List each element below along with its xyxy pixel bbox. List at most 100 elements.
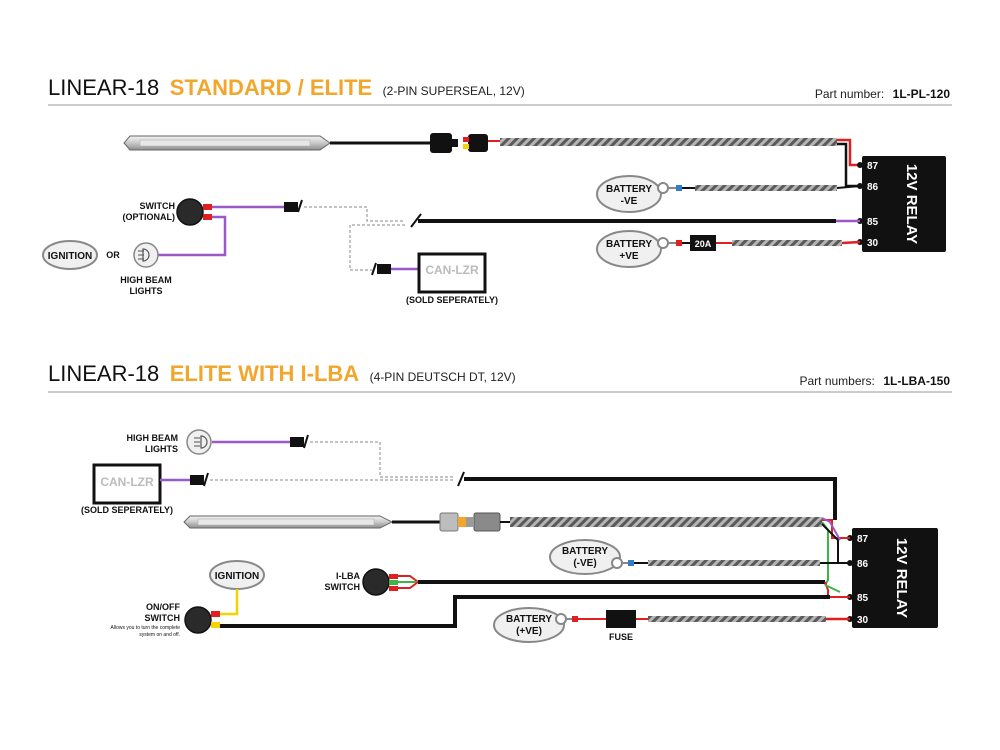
- trigger-2-break: [457, 471, 465, 487]
- switch-label-line1: SWITCH: [140, 201, 176, 211]
- dashed-link-canlzr: [349, 224, 405, 271]
- battery-neg-1-line1: BATTERY: [606, 184, 652, 195]
- section-standard-elite: LINEAR-18 STANDARD / ELITE (2-PIN SUPERS…: [42, 75, 952, 305]
- onoff-switch-line1: ON/OFF: [146, 602, 180, 612]
- high-beam-icon: [142, 248, 150, 262]
- can-lzr-2-sold-separately: (SOLD SEPERATELY): [81, 505, 173, 515]
- light-bar: [123, 135, 331, 151]
- high-beam-1-line1: HIGH BEAM: [120, 275, 172, 285]
- section1-part-value: 1L-PL-120: [893, 87, 951, 101]
- relay-2: 12V RELAY 87 86 85 30: [847, 528, 938, 628]
- ignition-1: IGNITION: [42, 240, 98, 270]
- wire-86-2: [821, 523, 850, 564]
- section-elite-ilba: LINEAR-18 ELITE WITH I-LBA (4-PIN DEUTSC…: [48, 361, 952, 643]
- relay-2-pin-85: 85: [857, 593, 869, 604]
- section2-part-label: Part numbers:: [799, 374, 874, 388]
- connector-canlzr-1: [371, 262, 391, 276]
- connector-canlzr-2: [190, 472, 209, 487]
- connector-highbeam-2: [290, 434, 309, 449]
- braided-loom-main: [500, 138, 837, 146]
- relay-2-pin-86: 86: [857, 559, 869, 570]
- battery-pos-2-line2: (+VE): [516, 626, 542, 637]
- onoff-to-85-wire: [220, 595, 830, 628]
- light-bar-2: [183, 515, 394, 529]
- relay-1-pin-86: 86: [867, 182, 879, 193]
- section1-part-label: Part number:: [815, 87, 884, 101]
- high-beam-2-line1: HIGH BEAM: [127, 433, 179, 443]
- section2-part-number: Part numbers: 1L-LBA-150: [799, 372, 950, 389]
- can-lzr-1: CAN-LZR (SOLD SEPERATELY): [406, 252, 498, 305]
- trigger-wire-2: [464, 477, 837, 520]
- section2-part-value: 1L-LBA-150: [883, 374, 950, 388]
- wire-green-2: [821, 521, 829, 586]
- ignition-1-label: IGNITION: [48, 251, 92, 262]
- superseal-connector: [430, 133, 488, 153]
- braided-loom-ground-2: [648, 560, 820, 566]
- onoff-switch-line2: SWITCH: [145, 613, 181, 623]
- battery-neg-1-line2: -VE: [621, 196, 638, 207]
- section1-title-sub: (2-PIN SUPERSEAL, 12V): [383, 84, 525, 98]
- or-label: OR: [106, 250, 120, 260]
- onoff-switch-note-line2: system on and off.: [139, 632, 180, 638]
- switch-optional: SWITCH (OPTIONAL): [123, 198, 212, 226]
- high-beam-lights-1: HIGH BEAM LIGHTS: [120, 242, 172, 296]
- battery-neg-2-line2: (-VE): [573, 558, 596, 569]
- fuse-2-label: FUSE: [609, 632, 633, 642]
- ilba-switch-line2: SWITCH: [325, 582, 361, 592]
- section2-title-sub: (4-PIN DEUTSCH DT, 12V): [370, 370, 516, 384]
- can-lzr-2-label: CAN-LZR: [100, 475, 154, 489]
- ignition-2-label: IGNITION: [215, 571, 259, 582]
- battery-positive-2: BATTERY (+VE): [493, 607, 578, 643]
- section1-part-number: Part number: 1L-PL-120: [815, 85, 951, 102]
- braided-loom-positive-2: [648, 616, 826, 622]
- switch-label-line2: (OPTIONAL): [123, 212, 176, 222]
- can-lzr-1-sold-separately: (SOLD SEPERATELY): [406, 295, 498, 305]
- battery-neg-2-line1: BATTERY: [562, 546, 608, 557]
- fuse-20a: 20A: [690, 235, 716, 251]
- wire-yellow-ignition: [218, 589, 239, 616]
- battery-negative-2: BATTERY (-VE): [549, 539, 634, 575]
- braided-loom-main-2: [510, 517, 822, 527]
- onoff-switch: ON/OFF SWITCH Allows you to turn the com…: [111, 602, 220, 638]
- braided-loom-ground: [695, 185, 837, 191]
- connector-switch-out: [284, 199, 303, 213]
- battery-negative-1: BATTERY -VE: [596, 175, 682, 213]
- section1-title-accent: STANDARD / ELITE: [170, 75, 372, 100]
- battery-pos-1-line2: +VE: [619, 251, 639, 262]
- ignition-2: IGNITION: [209, 560, 265, 590]
- deutsch-connector: [439, 512, 501, 532]
- dashed-link-switch: [304, 206, 405, 222]
- relay-2-label: 12V RELAY: [893, 538, 910, 618]
- ilba-switch: I-LBA SWITCH: [325, 568, 398, 596]
- battery-pos-2-line1: BATTERY: [506, 614, 552, 625]
- can-lzr-1-label: CAN-LZR: [425, 263, 479, 277]
- relay-1-pin-87: 87: [867, 161, 879, 172]
- wire-87: [837, 138, 860, 167]
- fuse-20a-label: 20A: [695, 239, 712, 249]
- relay-1-pin-30: 30: [867, 238, 879, 249]
- section1-title-main: LINEAR-18: [48, 75, 159, 100]
- relay-1-label: 12V RELAY: [903, 164, 920, 244]
- high-beam-2-icon: [200, 435, 208, 449]
- onoff-switch-note-line1: Allows you to turn the complete: [111, 625, 181, 631]
- high-beam-1-line2: LIGHTS: [130, 286, 163, 296]
- high-beam-lights-2: HIGH BEAM LIGHTS: [127, 429, 212, 455]
- relay-1: 12V RELAY 87 86 85 30: [857, 156, 946, 252]
- relay-2-pin-30: 30: [857, 615, 869, 626]
- section2-title-accent: ELITE WITH I-LBA: [170, 361, 360, 386]
- section1-title: LINEAR-18 STANDARD / ELITE (2-PIN SUPERS…: [48, 75, 525, 100]
- braided-loom-positive: [732, 240, 842, 246]
- can-lzr-2: CAN-LZR (SOLD SEPERATELY): [81, 463, 173, 515]
- section2-title: LINEAR-18 ELITE WITH I-LBA (4-PIN DEUTSC…: [48, 361, 516, 386]
- relay-1-pin-85: 85: [867, 217, 879, 228]
- high-beam-2-line2: LIGHTS: [145, 444, 178, 454]
- ilba-switch-line1: I-LBA: [336, 571, 360, 581]
- dashed-link-highbeam-2: [310, 441, 455, 478]
- section2-title-main: LINEAR-18: [48, 361, 159, 386]
- fuse-2: FUSE: [606, 610, 636, 642]
- battery-pos-1-line1: BATTERY: [606, 239, 652, 250]
- trigger-wire-break: [410, 213, 422, 228]
- relay-2-pin-87: 87: [857, 534, 869, 545]
- battery-positive-1: BATTERY +VE: [596, 230, 682, 268]
